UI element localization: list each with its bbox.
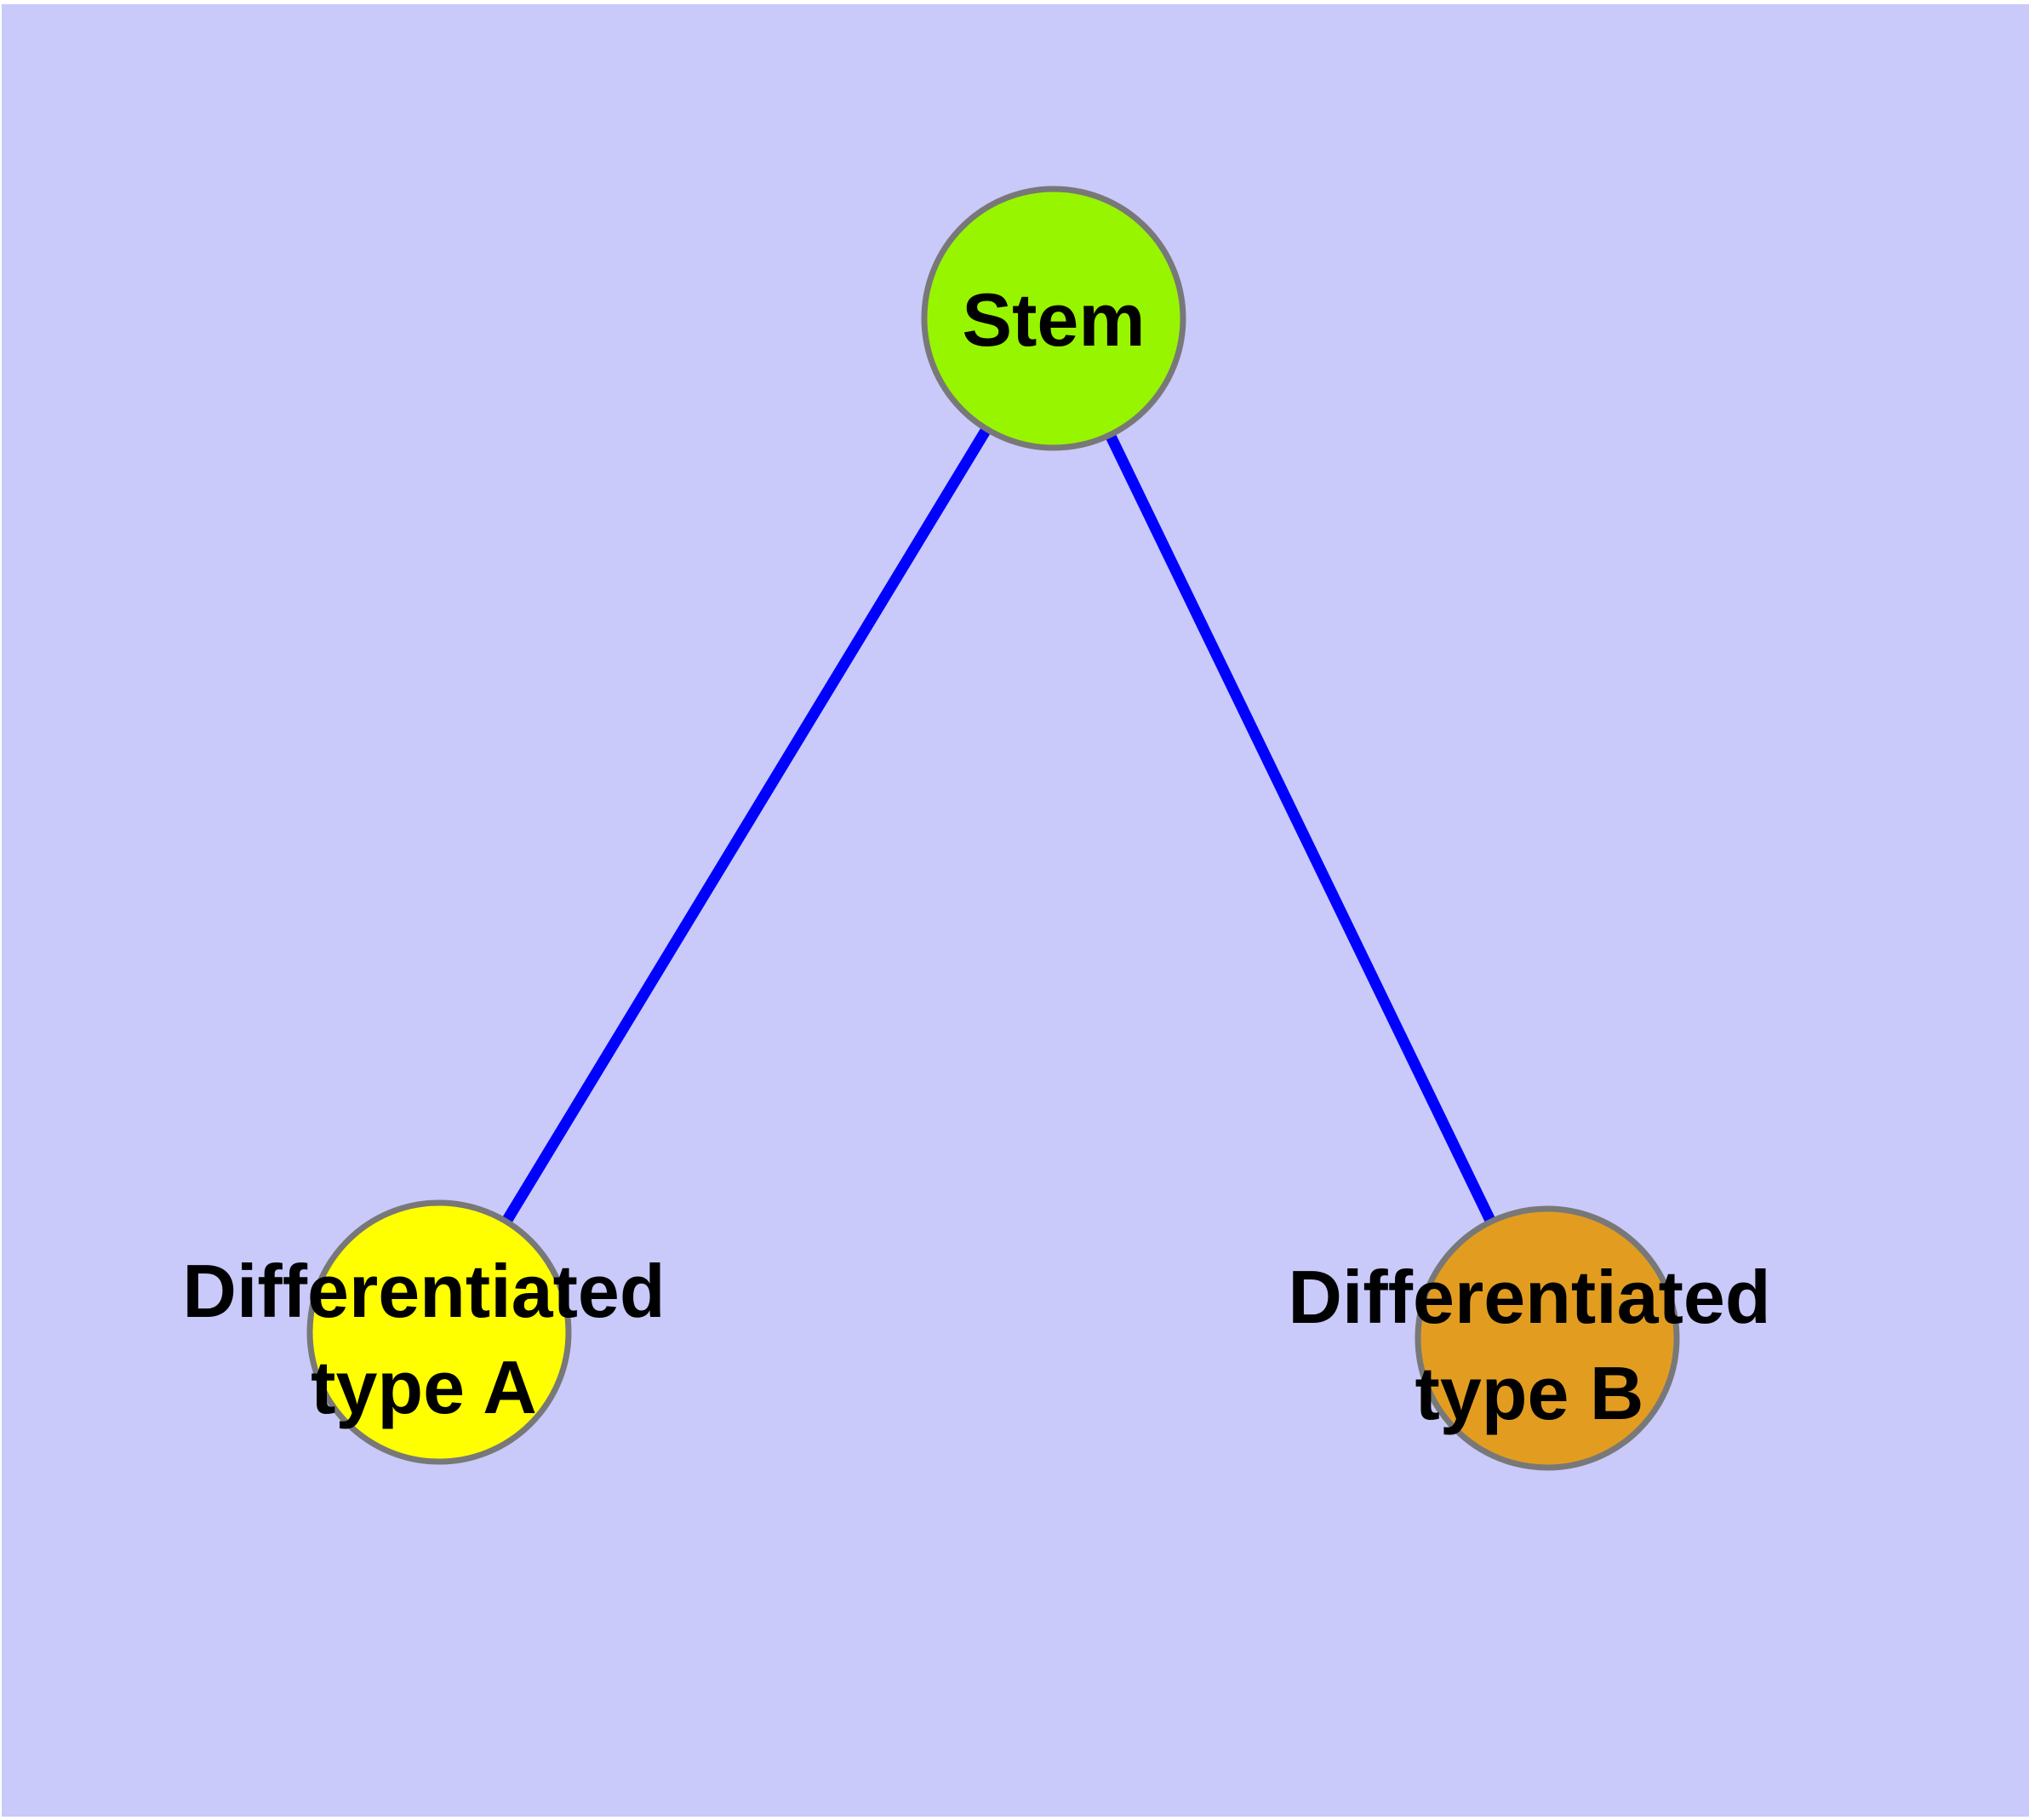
node-stem-label: Stem	[962, 278, 1145, 362]
edge-layer	[434, 315, 1552, 1341]
node-stem-circle	[921, 186, 1186, 451]
node-type-a-label-line2: type A	[311, 1345, 537, 1429]
node-differentiated-type-b: Differentiated type B	[1288, 1205, 1771, 1471]
edge-stem-to-type-a	[434, 315, 1059, 1336]
node-type-b-label-line2: type B	[1415, 1351, 1644, 1435]
node-stem: Stem	[921, 186, 1186, 451]
node-type-b-circle	[1415, 1205, 1680, 1471]
node-type-b-label-line1: Differentiated	[1288, 1255, 1770, 1339]
node-differentiated-type-a: Differentiated type A	[182, 1199, 666, 1465]
edge-stem-to-type-b	[1049, 316, 1552, 1341]
node-type-a-circle	[306, 1199, 572, 1465]
node-type-a-label-line1: Differentiated	[182, 1249, 665, 1333]
